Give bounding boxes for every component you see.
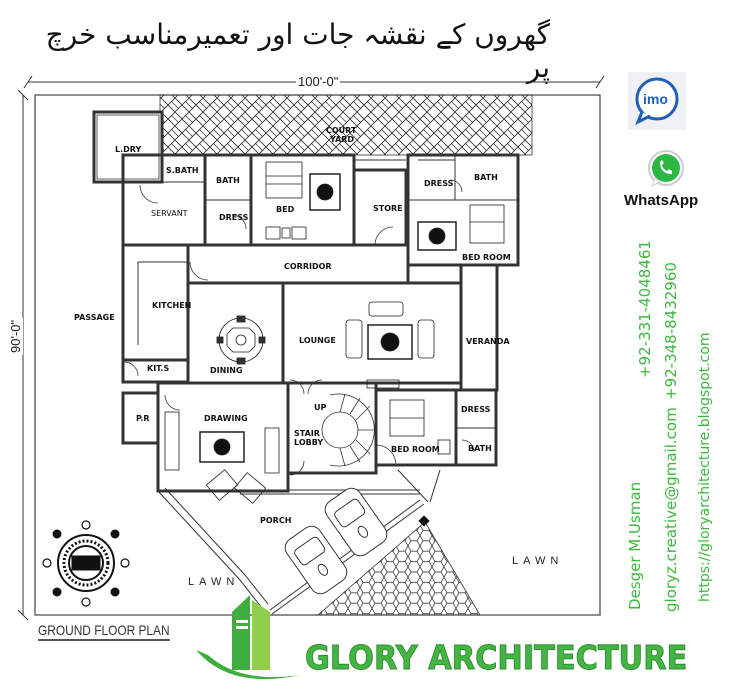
plan-title: GROUND FLOOR PLAN [38,622,170,641]
bed-3-furniture [389,399,451,455]
label-drawing: DRAWING [204,414,248,423]
label-lawn-right: LAWN [512,555,564,567]
car-2 [324,487,388,557]
label-dining: DINING [210,366,243,375]
lounge-furniture [345,301,435,389]
label-store: STORE [373,204,403,213]
label-kitchen: KITCHEN [152,301,192,310]
label-bed-room-3: BED ROOM [391,445,440,454]
label-powder-room: P.R [136,414,150,423]
label-stair-up: UP [314,403,327,412]
phone-1[interactable]: +92-331-4048461 [636,240,654,378]
label-stair-lobby-1: STAIR [294,429,320,438]
label-court-yard-2: YARD [330,135,355,144]
drawing-furniture [164,411,280,504]
label-court-yard-1: COURT [326,126,357,135]
label-dress-3: DRESS [461,405,491,414]
website-link[interactable]: https://gloryarchitecture.blogspot.com [697,332,713,602]
porch-outline [157,469,441,615]
imo-icon[interactable]: imo [628,72,686,130]
email[interactable]: gloryz.creative@gmail.com [662,407,680,612]
bed-2-furniture [417,204,505,251]
spiral-stair [321,393,376,467]
glory-logo-icon [196,595,300,680]
dining-table [216,315,266,365]
imo-icon-label: imo [643,91,668,107]
label-veranda: VERANDA [466,337,510,346]
label-porch: PORCH [260,516,292,525]
label-bath-3: BATH [468,444,492,453]
label-passage: PASSAGE [74,313,115,322]
compass-ornament [42,520,130,607]
dimension-depth-line [17,89,29,621]
label-stair-lobby-2: LOBBY [294,438,324,447]
label-servant-bath: S.BATH [166,166,199,175]
label-servant: SERVANT [151,209,188,218]
whatsapp-icon[interactable] [644,148,688,192]
label-bath-2: BATH [474,173,498,182]
designer-name: Desger M.Usman [626,481,644,610]
label-bed-1: BED [276,205,295,214]
court-yard-paving [159,94,533,156]
label-kitchen-store: KIT.S [147,364,170,373]
label-bath-1: BATH [216,176,240,185]
label-lounge: LOUNGE [299,336,336,345]
hex-paving [316,521,481,616]
car-1 [284,525,348,595]
brand-name: GLORY ARCHITECTURE [305,638,688,678]
dimension-width-label: 100'-0" [296,74,341,89]
phone-2[interactable]: +92-348-8432960 [662,262,680,400]
label-lawn-left: LAWN [188,576,240,588]
label-dress-2: DRESS [424,179,454,188]
whatsapp-label: WhatsApp [624,192,699,209]
bed-1-furniture [265,161,341,240]
urdu-title: گھروں کے نقشہ جات اور تعمیرمناسب خرچ پر [45,18,550,84]
label-corridor: CORRIDOR [284,262,332,271]
label-bed-room-2: BED ROOM [462,253,511,262]
dimension-depth-label: 90'-0" [8,317,23,355]
label-dress-1: DRESS [219,213,249,222]
label-laundry: L.DRY [115,145,142,154]
